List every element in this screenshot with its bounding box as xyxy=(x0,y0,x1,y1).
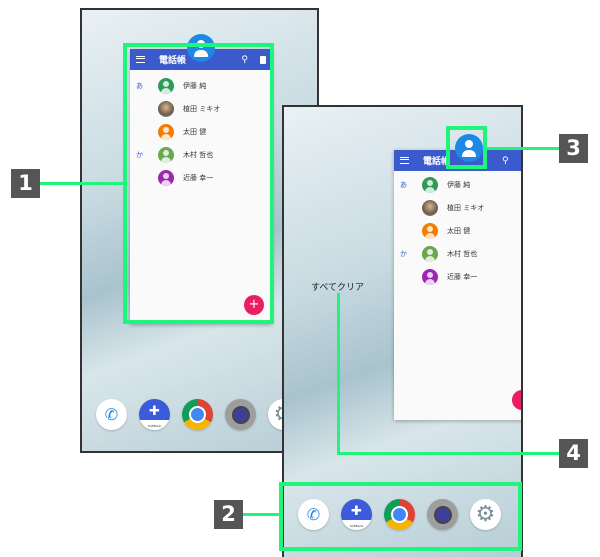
add-contact-fab[interactable]: + xyxy=(244,295,264,315)
list-item[interactable]: 近藤 幸一 xyxy=(130,166,272,189)
app-header: 電話帳 ⚲ xyxy=(394,150,521,171)
phone-app-icon[interactable]: ✆ xyxy=(298,499,329,530)
app-title: 電話帳 xyxy=(159,56,187,66)
avatar xyxy=(158,169,174,186)
contact-name: 伊藤 純 xyxy=(447,180,471,189)
softbank-label: SoftBank xyxy=(147,424,162,428)
callout-2: 2 xyxy=(214,500,243,529)
section-label: あ xyxy=(400,180,407,189)
contact-name: 木村 哲也 xyxy=(183,150,214,159)
contact-name: 伊藤 純 xyxy=(183,81,207,90)
callout-1: 1 xyxy=(11,169,40,198)
avatar xyxy=(158,146,174,163)
list-item[interactable]: 近藤 幸一 xyxy=(394,265,521,288)
callout-line-3 xyxy=(487,147,559,150)
highlight-dock xyxy=(279,482,522,551)
list-item[interactable]: 植田 ミキオ xyxy=(394,196,521,219)
camera-app-icon[interactable] xyxy=(225,399,256,430)
contact-list: あ 伊藤 純 植田 ミキオ 太田 健 か 木村 哲也 近藤 幸一 xyxy=(394,171,521,288)
delete-icon[interactable] xyxy=(260,55,266,64)
contact-name: 太田 健 xyxy=(447,226,471,235)
highlight-app-icon xyxy=(446,126,487,169)
callout-line-2 xyxy=(243,513,280,516)
settings-app-icon[interactable]: ⚙ xyxy=(470,499,501,530)
avatar xyxy=(422,245,438,262)
search-icon[interactable]: ⚲ xyxy=(502,155,509,166)
dock: ✆ ✚SoftBank ⚙ xyxy=(298,499,501,530)
camera-app-icon[interactable] xyxy=(427,499,458,530)
chrome-app-icon[interactable] xyxy=(182,399,213,430)
contacts-app-card-sliding[interactable]: 電話帳 ⚲ あ 伊藤 純 植田 ミキオ 太田 健 か 木村 哲也 近藤 幸一 xyxy=(394,150,521,420)
search-icon[interactable]: ⚲ xyxy=(241,54,248,65)
section-label: あ xyxy=(136,81,143,90)
dock: ✆ ✚SoftBank ⚙ xyxy=(96,399,299,430)
clear-all-button[interactable]: すべてクリア xyxy=(311,283,365,293)
chrome-app-icon[interactable] xyxy=(384,499,415,530)
message-app-icon[interactable]: ✚SoftBank xyxy=(341,499,372,530)
contact-name: 近藤 幸一 xyxy=(183,173,214,182)
phone-app-icon[interactable]: ✆ xyxy=(96,399,127,430)
callout-4: 4 xyxy=(559,439,588,468)
avatar xyxy=(158,123,174,140)
avatar xyxy=(422,222,438,239)
list-item[interactable]: 太田 健 xyxy=(130,120,272,143)
menu-icon[interactable] xyxy=(400,157,409,164)
list-item[interactable]: か 木村 哲也 xyxy=(394,242,521,265)
callout-line-4 xyxy=(337,452,559,455)
add-contact-fab[interactable] xyxy=(512,390,521,410)
contact-name: 植田 ミキオ xyxy=(447,203,485,212)
callout-3: 3 xyxy=(559,134,588,163)
phone-screen-left: 電話帳 ⚲ あ 伊藤 純 植田 ミキオ 太田 健 か 木村 哲也 近藤 幸一 + ✆… xyxy=(80,8,319,453)
callout-line-1 xyxy=(40,182,124,185)
list-item[interactable]: 植田 ミキオ xyxy=(130,97,272,120)
message-app-icon[interactable]: ✚SoftBank xyxy=(139,399,170,430)
avatar xyxy=(158,100,174,117)
list-item[interactable]: あ 伊藤 純 xyxy=(394,173,521,196)
contact-name: 木村 哲也 xyxy=(447,249,478,258)
section-label: か xyxy=(136,150,143,159)
callout-line-4-vertical xyxy=(337,293,340,455)
app-title: 電話帳 xyxy=(423,157,451,167)
contact-name: 太田 健 xyxy=(183,127,207,136)
softbank-label: SoftBank xyxy=(349,524,364,528)
list-item[interactable]: 太田 健 xyxy=(394,219,521,242)
highlight-card xyxy=(123,43,274,324)
list-item[interactable]: あ 伊藤 純 xyxy=(130,74,272,97)
contacts-app-card[interactable]: 電話帳 ⚲ あ 伊藤 純 植田 ミキオ 太田 健 か 木村 哲也 近藤 幸一 + xyxy=(130,49,272,324)
phone-screen-right: 電話帳 ⚲ あ 伊藤 純 植田 ミキオ 太田 健 か 木村 哲也 近藤 幸一 すべて… xyxy=(282,105,523,557)
menu-icon[interactable] xyxy=(136,56,145,63)
contact-name: 植田 ミキオ xyxy=(183,104,221,113)
contact-name: 近藤 幸一 xyxy=(447,272,478,281)
avatar xyxy=(422,176,438,193)
list-item[interactable]: か 木村 哲也 xyxy=(130,143,272,166)
avatar xyxy=(158,77,174,94)
contacts-app-icon[interactable] xyxy=(455,134,483,162)
contact-list: あ 伊藤 純 植田 ミキオ 太田 健 か 木村 哲也 近藤 幸一 xyxy=(130,70,272,189)
avatar xyxy=(422,199,438,216)
avatar xyxy=(422,268,438,285)
section-label: か xyxy=(400,249,407,258)
